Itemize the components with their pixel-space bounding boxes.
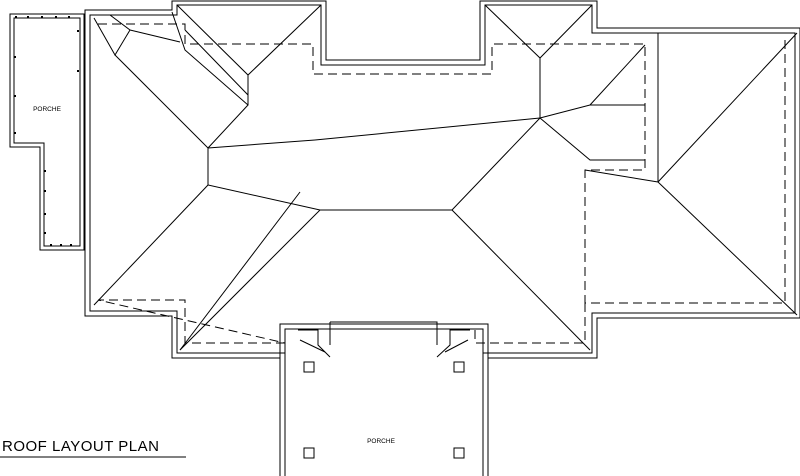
left-porch-label: PORCHE	[33, 106, 61, 113]
left-wing-hips	[93, 14, 209, 149]
roof-ridges	[93, 11, 591, 351]
drawing-title: ROOF LAYOUT PLAN	[2, 438, 159, 455]
left-porch	[9, 13, 85, 251]
bottom-porch-label: PORCHE	[367, 438, 395, 445]
bottom-porch	[279, 321, 489, 476]
roof-outline	[84, 0, 800, 359]
wall-line-dashed	[97, 23, 786, 344]
bottom-porch-posts	[303, 361, 465, 459]
left-porch-posts	[14, 16, 79, 246]
right-wing-roof	[584, 32, 798, 316]
top-left-dormer	[176, 4, 322, 105]
